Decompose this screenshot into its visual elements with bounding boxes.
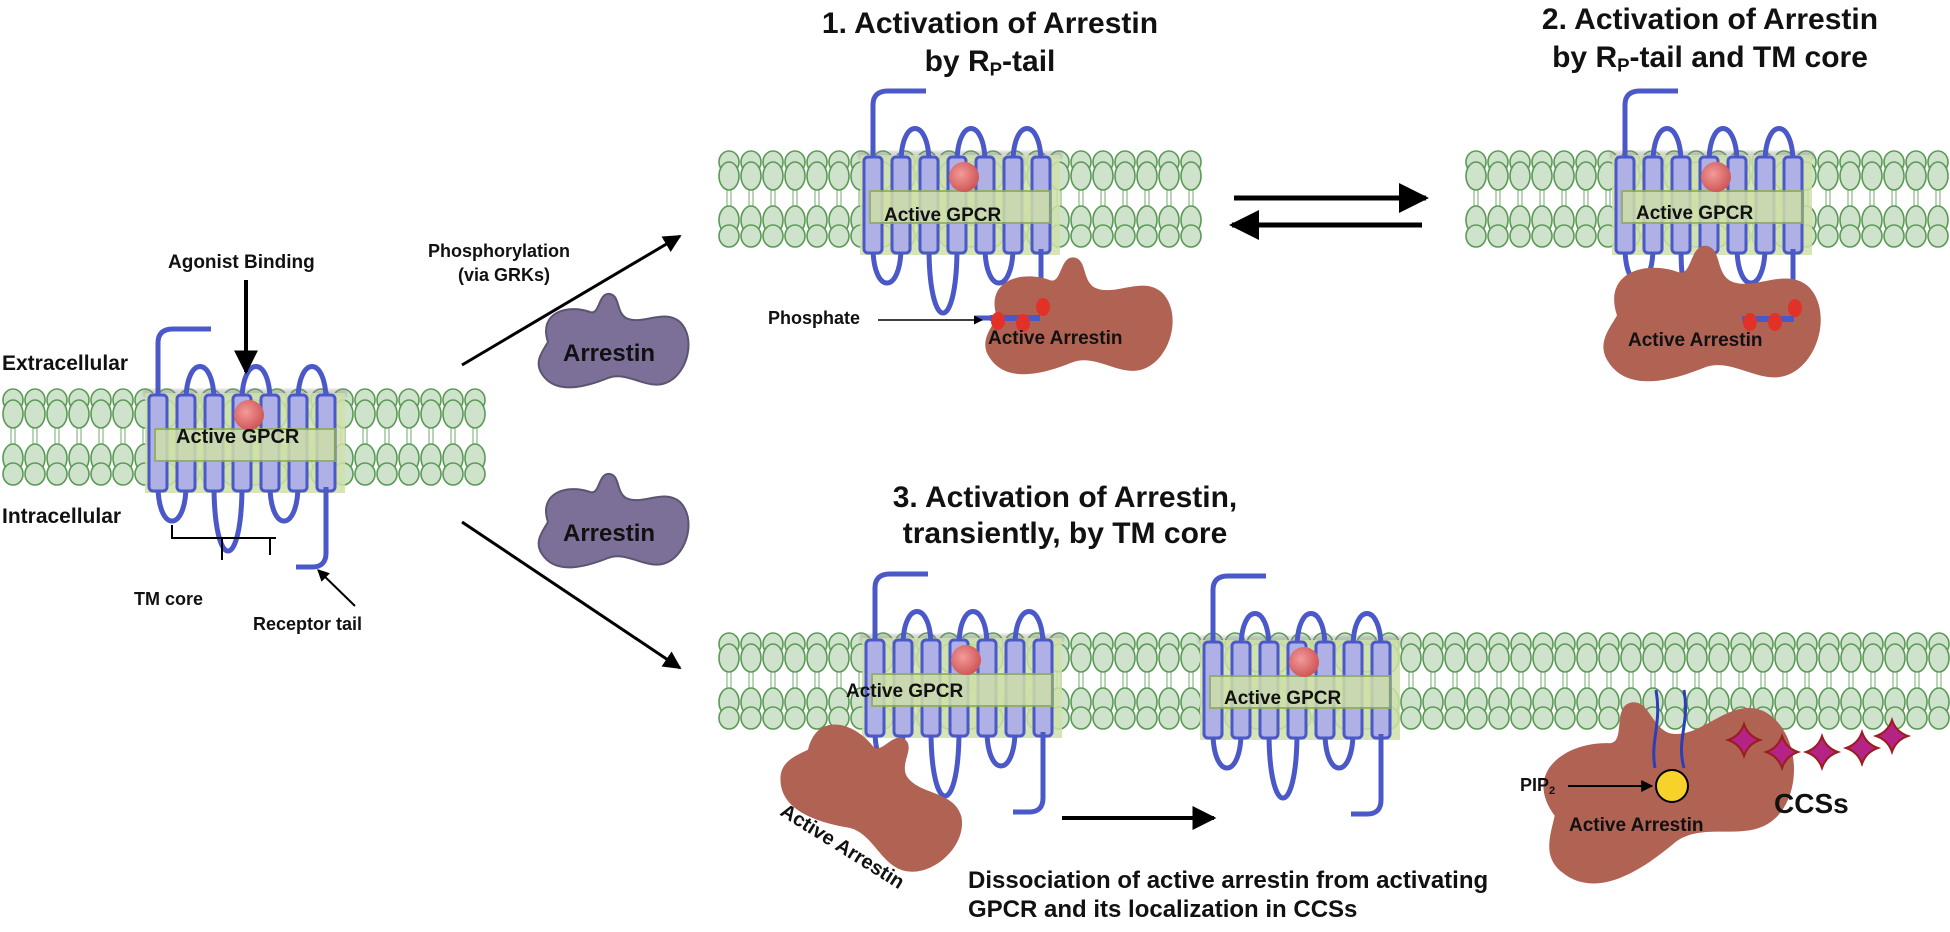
gpcr-label-panel2: Active GPCR — [1636, 203, 1754, 224]
core-label-box — [869, 190, 1051, 224]
phosphate-icon — [1743, 313, 1757, 331]
active-arrestin-panel3a — [780, 724, 963, 872]
agonist-binding-label: Agonist Binding — [168, 252, 315, 273]
receptor-tail-label: Receptor tail — [253, 614, 363, 634]
phosphate-icon — [1036, 298, 1050, 316]
active-arrestin-panel1 — [985, 257, 1173, 375]
panel1-title-prefix: by R — [924, 45, 990, 78]
tm-core-label: TM core — [134, 589, 204, 609]
gpcr-label-panel3a: Active GPCR — [846, 681, 964, 702]
pip2-sub: 2 — [1549, 784, 1556, 797]
panel1-title-line1: 1. Activation of Arrestin — [821, 7, 1159, 40]
gpcr-label-left: Active GPCR — [176, 426, 300, 448]
extracellular-label: Extracellular — [2, 352, 129, 375]
gpcr-label-panel1: Active GPCR — [884, 205, 1002, 226]
phosphorylation-arrow — [461, 234, 682, 367]
gpcr-panel3a — [860, 571, 1064, 815]
gpcr-label-panel3b: Active GPCR — [1224, 688, 1342, 709]
phosphate-icon — [991, 312, 1005, 330]
inactive-arrestin-lower — [537, 472, 690, 569]
phosphate-icon — [1016, 314, 1030, 332]
ccs-clathrin-icon — [1802, 732, 1842, 772]
panel1-title-suffix: -tail — [1002, 45, 1056, 78]
panel2-title-prefix: by R — [1552, 41, 1618, 74]
core-label-box — [871, 673, 1053, 707]
panel3-title-line2: transiently, by TM core — [902, 517, 1228, 550]
active-arrestin-label-panel1: Active Arrestin — [988, 328, 1123, 349]
panel2-title-line2: by RP-tail and TM core — [1490, 40, 1930, 84]
pip2-prefix: PIP — [1520, 775, 1550, 795]
agonist-ligand-icon — [1701, 162, 1731, 192]
active-arrestin-label-panel2: Active Arrestin — [1628, 330, 1763, 351]
intracellular-label: Intracellular — [2, 505, 122, 528]
agonist-ligand-icon — [234, 400, 264, 430]
core-label-box — [1621, 190, 1803, 224]
arrestin-inactive-label-upper: Arrestin — [563, 340, 656, 367]
gpcr-panel2 — [1610, 88, 1814, 321]
gpcr-panel3b — [1198, 573, 1402, 817]
inactive-arrestin-upper — [537, 292, 690, 389]
transient-pathway-arrow — [461, 520, 682, 670]
via-grks-label: (via GRKs) — [458, 265, 551, 285]
ccs-clathrin-icon — [1762, 732, 1802, 772]
panel2-title-line1: 2. Activation of Arrestin — [1541, 3, 1879, 36]
arrestin-inactive-label-lower: Arrestin — [563, 520, 656, 547]
agonist-ligand-icon — [951, 645, 981, 675]
ccs-label: CCSs — [1774, 788, 1849, 819]
pip2-tail — [1652, 689, 1660, 769]
panel2-title-suffix: -tail and TM core — [1629, 41, 1868, 74]
pip2-label: PIP2 — [1520, 775, 1555, 797]
receptor-tail-arrow — [317, 569, 356, 607]
active-arrestin-panel2 — [1603, 245, 1821, 382]
panel1-title-line2: by RP-tail — [790, 44, 1190, 88]
phosphorylation-label: Phosphorylation — [428, 241, 571, 261]
gpcr-left — [143, 326, 347, 570]
panel3-title-line1: 3. Activation of Arrestin, — [892, 481, 1238, 514]
panel2-title-sub: P — [1617, 54, 1630, 76]
panel3-caption-line1: Dissociation of active arrestin from act… — [968, 867, 1489, 894]
phosphate-icon — [1788, 299, 1802, 317]
ccs-clathrin-icon — [1724, 720, 1764, 760]
agonist-ligand-icon — [949, 162, 979, 192]
panel3-caption-line2: GPCR and its localization in CCSs — [968, 896, 1358, 923]
active-arrestin-label-panel3b: Active Arrestin — [1569, 815, 1704, 836]
ccs-clathrin-icon — [1842, 728, 1882, 768]
gpcr-panel1 — [858, 88, 1062, 321]
phosphate-icon — [1768, 313, 1782, 331]
agonist-ligand-icon — [1289, 647, 1319, 677]
panel1-title-sub: P — [989, 58, 1003, 80]
pip2-icon — [1655, 769, 1689, 803]
phosphate-label: Phosphate — [768, 308, 861, 328]
pip2-tail — [1680, 689, 1688, 769]
ccs-clathrin-icon — [1872, 716, 1912, 756]
